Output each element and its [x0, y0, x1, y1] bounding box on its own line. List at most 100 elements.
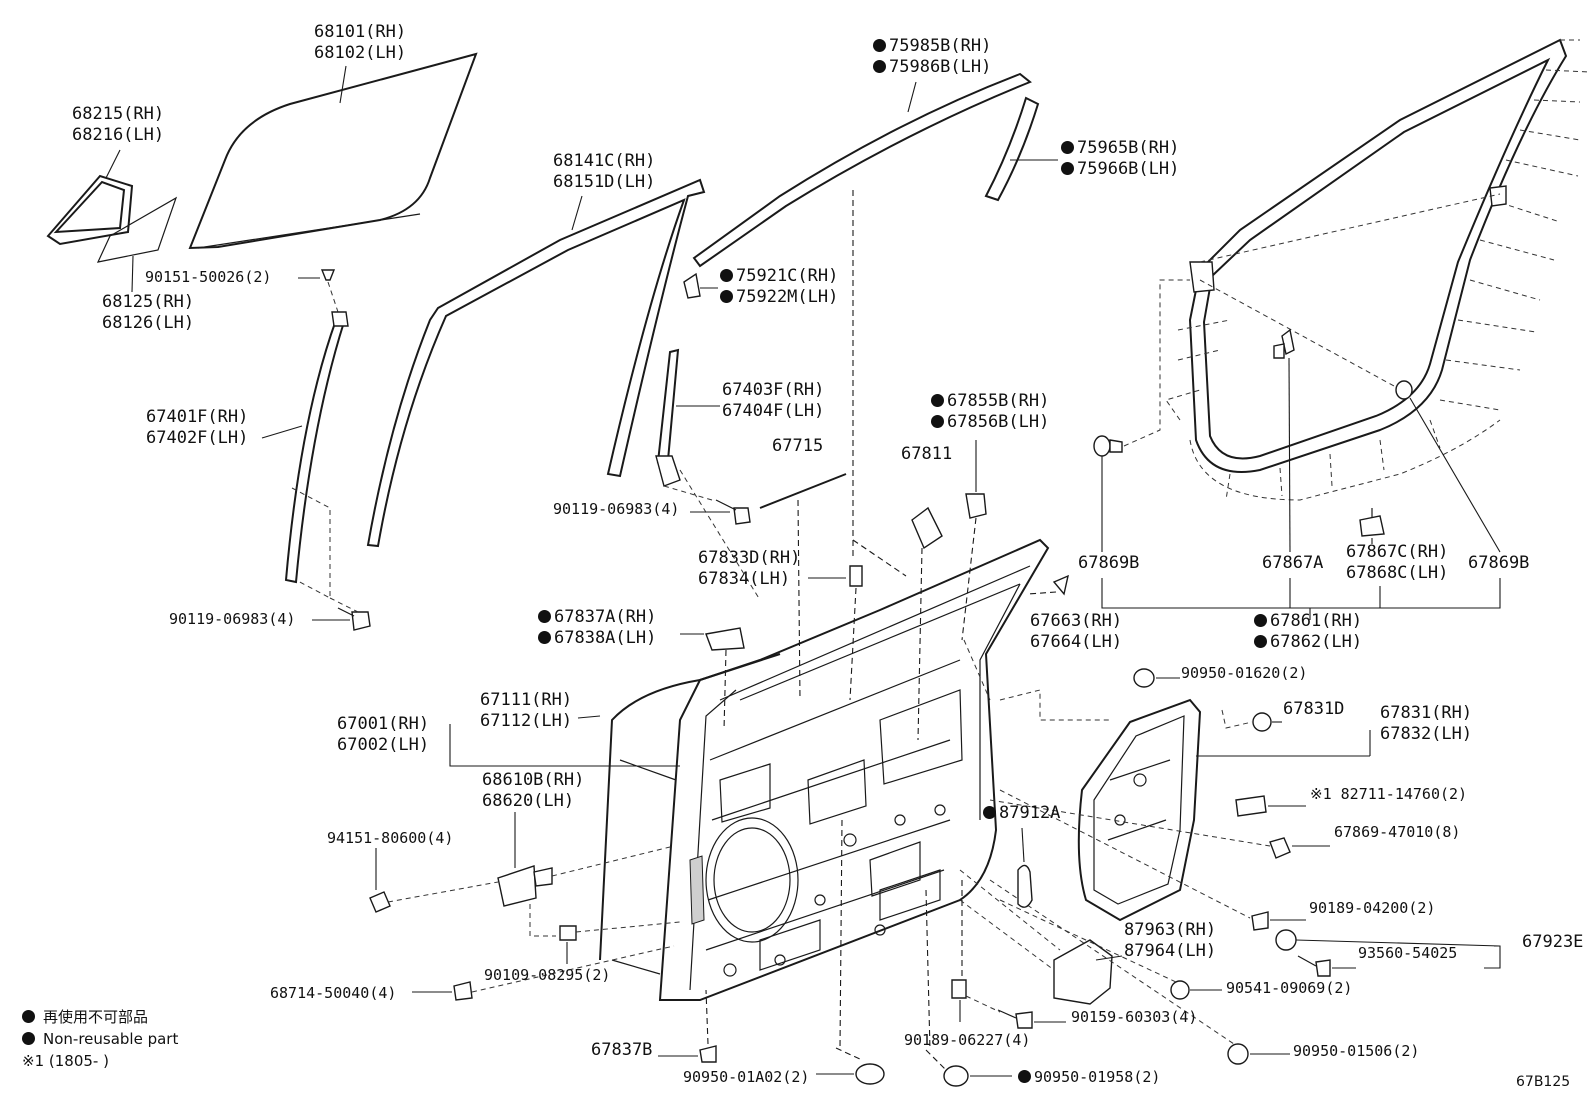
legend-row-note: ※1 (1805- ) [22, 1050, 178, 1072]
part-label-67869Ba[interactable]: 67869B [1078, 553, 1139, 574]
part-number-text: 67838A(LH) [554, 628, 657, 648]
part-number: 67855B(RH) [931, 391, 1049, 412]
part-label-68101[interactable]: 68101(RH)68102(LH) [314, 22, 406, 64]
part-label-90119a[interactable]: 90119-06983(4) [553, 499, 679, 520]
part-number-text: 67834(LH) [698, 569, 791, 589]
part-number: 67663(RH) [1030, 611, 1122, 632]
part-label-90950-01958[interactable]: 90950-01958(2) [1018, 1067, 1160, 1088]
part-label-68610[interactable]: 68610B(RH)68620(LH) [482, 770, 584, 812]
part-label-67403[interactable]: 67403F(RH)67404F(LH) [722, 380, 824, 422]
part-number-text: 67001(RH) [337, 714, 430, 734]
non-reusable-dot-icon [873, 60, 886, 73]
part-number: 67834(LH) [698, 569, 800, 590]
part-number: 68141C(RH) [553, 151, 655, 172]
part-number: 67001(RH) [337, 714, 429, 735]
part-label-90950a[interactable]: 90950-01620(2) [1181, 663, 1307, 684]
part-label-67837B[interactable]: 67837B [591, 1040, 652, 1061]
part-number-text: 75986B(LH) [889, 57, 992, 77]
legend-text-en: Non-reusable part [43, 1030, 179, 1048]
part-number: 90950-01506(2) [1293, 1041, 1419, 1062]
part-number-text: 67002(LH) [337, 735, 430, 755]
non-reusable-dot-icon [22, 1032, 35, 1045]
part-label-90159[interactable]: 90159-60303(4) [1071, 1007, 1197, 1028]
part-label-68215[interactable]: 68215(RH)68216(LH) [72, 104, 164, 146]
part-label-75965[interactable]: 75965B(RH)75966B(LH) [1061, 138, 1179, 180]
part-label-67869-47010[interactable]: 67869-47010(8) [1334, 822, 1460, 843]
part-label-67923E[interactable]: 67923E [1522, 932, 1583, 953]
part-label-68714[interactable]: 68714-50040(4) [270, 983, 396, 1004]
part-label-90189-04200[interactable]: 90189-04200(2) [1309, 898, 1435, 919]
part-label-75985[interactable]: 75985B(RH)75986B(LH) [873, 36, 991, 78]
part-number-text: 67403F(RH) [722, 380, 825, 400]
part-label-67833[interactable]: 67833D(RH)67834(LH) [698, 548, 800, 590]
part-number-text: 68125(RH) [102, 292, 195, 312]
part-number: 67403F(RH) [722, 380, 824, 401]
part-label-67837A[interactable]: 67837A(RH)67838A(LH) [538, 607, 656, 649]
part-number-text: 68714-50040(4) [270, 984, 397, 1002]
part-label-67869Bb[interactable]: 67869B [1468, 553, 1529, 574]
non-reusable-dot-icon [1061, 162, 1074, 175]
part-number-text: 90189-06227(4) [904, 1031, 1031, 1049]
part-number-text: 68215(RH) [72, 104, 165, 124]
part-number: 90109-08295(2) [484, 965, 610, 986]
part-label-67831D[interactable]: 67831D [1283, 699, 1344, 720]
part-label-90189-06227[interactable]: 90189-06227(4) [904, 1030, 1030, 1051]
part-number-text: 67402F(LH) [146, 428, 249, 448]
part-label-87963[interactable]: 87963(RH)87964(LH) [1124, 920, 1216, 962]
part-number-text: 68151D(LH) [553, 172, 656, 192]
door-weatherstrip [1165, 38, 1591, 501]
part-label-68125[interactable]: 68125(RH)68126(LH) [102, 292, 194, 334]
part-label-90950-01A02[interactable]: 90950-01A02(2) [683, 1067, 809, 1088]
part-label-67715[interactable]: 67715 [772, 436, 823, 457]
part-label-68141[interactable]: 68141C(RH)68151D(LH) [553, 151, 655, 193]
part-label-67831[interactable]: 67831(RH)67832(LH) [1380, 703, 1472, 745]
part-number-text: 67404F(LH) [722, 401, 825, 421]
part-number: 90189-06227(4) [904, 1030, 1030, 1051]
part-label-90950-01506[interactable]: 90950-01506(2) [1293, 1041, 1419, 1062]
part-label-93560[interactable]: 93560-54025 [1358, 943, 1457, 964]
non-reusable-dot-icon [720, 290, 733, 303]
part-number: 90541-09069(2) [1226, 978, 1352, 999]
part-label-67867C[interactable]: 67867C(RH)67868C(LH) [1346, 542, 1448, 584]
part-number: 67862(LH) [1254, 632, 1362, 653]
part-label-87912A[interactable]: 87912A [983, 803, 1060, 824]
part-number-text: 68620(LH) [482, 791, 575, 811]
part-number-text: 67923E [1522, 932, 1584, 952]
part-number: 87964(LH) [1124, 941, 1216, 962]
part-number-text: 75966B(LH) [1077, 159, 1180, 179]
part-label-67001[interactable]: 67001(RH)67002(LH) [337, 714, 429, 756]
part-number: 90950-01620(2) [1181, 663, 1307, 684]
part-number: 68215(RH) [72, 104, 164, 125]
non-reusable-dot-icon [1061, 141, 1074, 154]
part-label-67111[interactable]: 67111(RH)67112(LH) [480, 690, 572, 732]
part-number-text: 90950-01620(2) [1181, 664, 1308, 682]
part-number-text: 67855B(RH) [947, 391, 1050, 411]
part-number: 67404F(LH) [722, 401, 824, 422]
part-number: 93560-54025 [1358, 943, 1457, 964]
service-cover [1077, 698, 1202, 922]
part-label-90151[interactable]: 90151-50026(2) [145, 267, 271, 288]
part-number: 67837A(RH) [538, 607, 656, 628]
part-label-90119b[interactable]: 90119-06983(4) [169, 609, 295, 630]
part-number: 68102(LH) [314, 43, 406, 64]
part-label-67401[interactable]: 67401F(RH)67402F(LH) [146, 407, 248, 449]
part-number-text: 68126(LH) [102, 313, 195, 333]
part-label-67855[interactable]: 67855B(RH)67856B(LH) [931, 391, 1049, 433]
part-label-90541[interactable]: 90541-09069(2) [1226, 978, 1352, 999]
part-label-67663[interactable]: 67663(RH)67664(LH) [1030, 611, 1122, 653]
part-label-75921[interactable]: 75921C(RH)75922M(LH) [720, 266, 838, 308]
part-number: 67869B [1468, 553, 1529, 574]
part-number: 67861(RH) [1254, 611, 1362, 632]
part-number-text: 90950-01958(2) [1034, 1068, 1161, 1086]
part-label-67861[interactable]: 67861(RH)67862(LH) [1254, 611, 1362, 653]
part-number-text: 90541-09069(2) [1226, 979, 1353, 997]
part-label-67811[interactable]: 67811 [901, 444, 952, 465]
part-number: 67867A [1262, 553, 1323, 574]
part-label-67867A[interactable]: 67867A [1262, 553, 1323, 574]
part-label-90109[interactable]: 90109-08295(2) [484, 965, 610, 986]
part-number: 67002(LH) [337, 735, 429, 756]
part-label-82711[interactable]: ※1 82711-14760(2) [1310, 784, 1467, 805]
part-number-text: 67868C(LH) [1346, 563, 1449, 583]
part-label-94151[interactable]: 94151-80600(4) [327, 828, 453, 849]
part-number: 68610B(RH) [482, 770, 584, 791]
